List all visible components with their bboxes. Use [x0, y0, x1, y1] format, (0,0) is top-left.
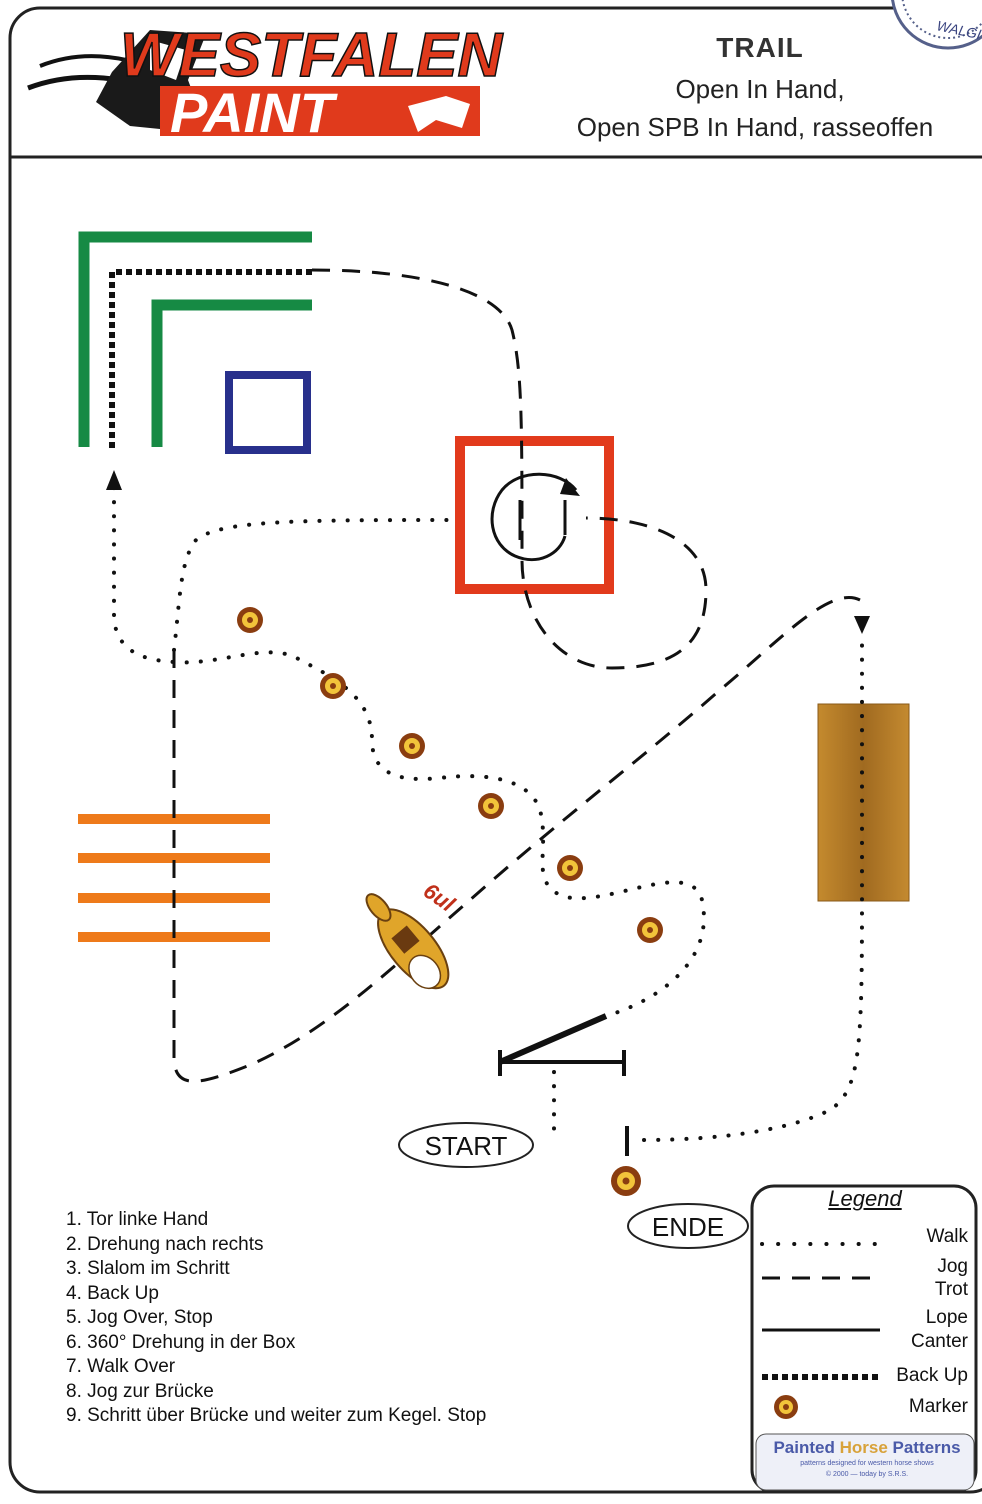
step-item: 1. Tor linke Hand: [66, 1209, 209, 1230]
slalom-markers: [237, 607, 663, 1196]
horse-number: 6ul: [419, 878, 460, 917]
horse-icon: [365, 893, 450, 990]
arrow-down-icon: [854, 616, 870, 634]
marker-icon: [237, 607, 263, 633]
legend-box: [750, 1184, 978, 1494]
page-subtitle-line1: Open In Hand,: [675, 74, 845, 104]
gate-poles: [78, 231, 312, 447]
bridge: [817, 703, 910, 902]
legend-lope-label: Lope: [925, 1307, 968, 1328]
turn-circle: [490, 472, 580, 562]
marker-icon: [320, 673, 346, 699]
credit-part3: Patterns: [892, 1438, 961, 1457]
step-item: 3. Slalom im Schritt: [66, 1258, 230, 1279]
legend-backup-label: Back Up: [896, 1365, 968, 1386]
jog-paths: [172, 268, 861, 1083]
step-item: 8. Jog zur Brücke: [66, 1380, 214, 1402]
marker-icon: [637, 917, 663, 943]
page-border: [8, 6, 982, 1494]
walk-paths: [112, 486, 864, 1142]
marker-icon: [399, 733, 425, 759]
page-subtitle-line2: Open SPB In Hand, rasseoffen: [576, 112, 934, 142]
step-item: 9. Schritt über Brücke und weiter zum Ke…: [66, 1405, 487, 1426]
logo-line1: WESTFALEN: [120, 21, 504, 90]
legend-trot-label: Trot: [934, 1279, 968, 1300]
step-item: 2. Drehung nach rechts: [66, 1233, 264, 1255]
association-seal: WALGI: [891, 0, 982, 50]
end-oval: [627, 1203, 749, 1249]
credit-box: [755, 1433, 975, 1491]
marker-icon: [478, 793, 504, 819]
blue-box: [225, 371, 311, 454]
credit-part2: Horse: [839, 1438, 888, 1457]
legend-walk-label: Walk: [926, 1226, 968, 1247]
legend-jog-label: Jog: [937, 1256, 968, 1277]
legend-marker-icon: [774, 1395, 798, 1419]
running-horse-icon: [408, 96, 470, 132]
westfalen-paint-logo: WESTFALEN PAINT: [27, 20, 504, 144]
legend-marker-label: Marker: [908, 1396, 968, 1417]
step-item: 4. Back Up: [66, 1282, 159, 1304]
pattern-steps-list: 1. Tor linke Hand 2. Drehung nach rechts…: [66, 1208, 486, 1429]
step-item: 6. 360° Drehung in der Box: [66, 1331, 296, 1353]
turn-box: [455, 436, 614, 594]
legend-title: Legend: [828, 1186, 902, 1211]
logo-line2: PAINT: [170, 81, 339, 144]
page-title: TRAIL: [716, 32, 804, 63]
step-item: 7. Walk Over: [66, 1356, 176, 1377]
credit-part1: Painted: [773, 1438, 835, 1457]
credit-title: Painted Horse Patterns: [758, 1438, 976, 1458]
backup-path: [109, 269, 312, 448]
marker-icon: [611, 1166, 641, 1196]
credit-line2: patterns designed for western horse show…: [800, 1460, 934, 1467]
arrow-up-icon: [106, 470, 122, 490]
step-item: 5. Jog Over, Stop: [66, 1307, 213, 1328]
marker-icon: [557, 855, 583, 881]
credit-line3: © 2000 — today by S.R.S.: [825, 1471, 909, 1478]
end-label: ENDE: [652, 1212, 724, 1242]
gate-lines: [498, 1013, 629, 1156]
start-oval: [398, 1122, 534, 1168]
start-label: START: [425, 1131, 508, 1161]
legend-canter-label: Canter: [910, 1331, 968, 1352]
